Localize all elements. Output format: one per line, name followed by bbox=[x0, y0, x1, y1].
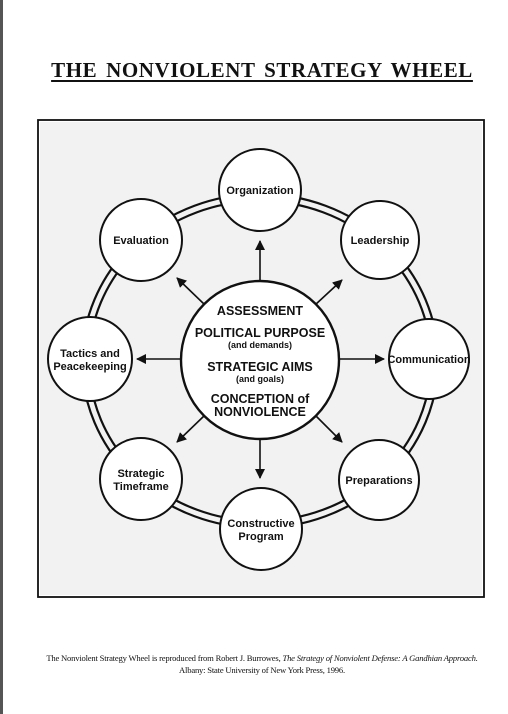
caption-line-2: Albany: State University of New York Pre… bbox=[179, 665, 345, 675]
node-tactics-label-2: Peacekeeping bbox=[53, 361, 126, 373]
hub-strategic-aims-sub: (and goals) bbox=[236, 374, 284, 384]
node-organization-label: Organization bbox=[226, 185, 294, 197]
node-preparations-label: Preparations bbox=[345, 475, 412, 487]
page-title: THE NONVIOLENT STRATEGY WHEEL bbox=[51, 58, 473, 82]
node-communication: Communication bbox=[387, 318, 471, 400]
caption-line-1: The Nonviolent Strategy Wheel is reprodu… bbox=[0, 652, 508, 664]
node-evaluation: Evaluation bbox=[99, 198, 183, 282]
node-organization: Organization bbox=[218, 148, 302, 232]
spokes bbox=[136, 240, 385, 479]
hub-conception-line1: CONCEPTION of bbox=[211, 392, 310, 406]
node-strategic-timeframe-label-1: Strategic bbox=[117, 468, 164, 480]
hub-conception-line2: NONVIOLENCE bbox=[214, 405, 306, 419]
hub: ASSESSMENT POLITICAL PURPOSE (and demand… bbox=[179, 279, 341, 441]
hub-assessment: ASSESSMENT bbox=[217, 304, 303, 318]
node-constructive-program-label-2: Program bbox=[238, 531, 283, 543]
node-strategic-timeframe: Strategic Timeframe bbox=[99, 437, 183, 521]
hub-political-purpose-sub: (and demands) bbox=[228, 340, 292, 350]
node-constructive-program-label-1: Constructive bbox=[227, 518, 294, 530]
node-tactics-and-peacekeeping: Tactics and Peacekeeping bbox=[47, 316, 133, 402]
hub-political-purpose: POLITICAL PURPOSE bbox=[195, 326, 325, 340]
arrow-to-preparations bbox=[314, 414, 343, 443]
node-evaluation-label: Evaluation bbox=[113, 235, 169, 247]
node-leadership-label: Leadership bbox=[351, 235, 410, 247]
arrow-to-evaluation bbox=[176, 277, 206, 306]
page-edge bbox=[0, 0, 3, 714]
arrow-to-strategic-timeframe bbox=[176, 414, 206, 443]
node-preparations: Preparations bbox=[338, 439, 420, 521]
node-leadership: Leadership bbox=[340, 200, 420, 280]
source-caption: The Nonviolent Strategy Wheel is reprodu… bbox=[0, 652, 508, 676]
hub-strategic-aims: STRATEGIC AIMS bbox=[207, 360, 313, 374]
node-tactics-label-1: Tactics and bbox=[60, 348, 120, 360]
caption-prefix: The Nonviolent Strategy Wheel is reprodu… bbox=[46, 653, 281, 663]
node-strategic-timeframe-label-2: Timeframe bbox=[113, 481, 168, 493]
arrow-to-leadership bbox=[314, 279, 343, 306]
node-constructive-program: Constructive Program bbox=[219, 487, 303, 571]
node-communication-label: Communication bbox=[387, 354, 470, 366]
caption-book-title: The Strategy of Nonviolent Defense: A Ga… bbox=[282, 653, 478, 663]
